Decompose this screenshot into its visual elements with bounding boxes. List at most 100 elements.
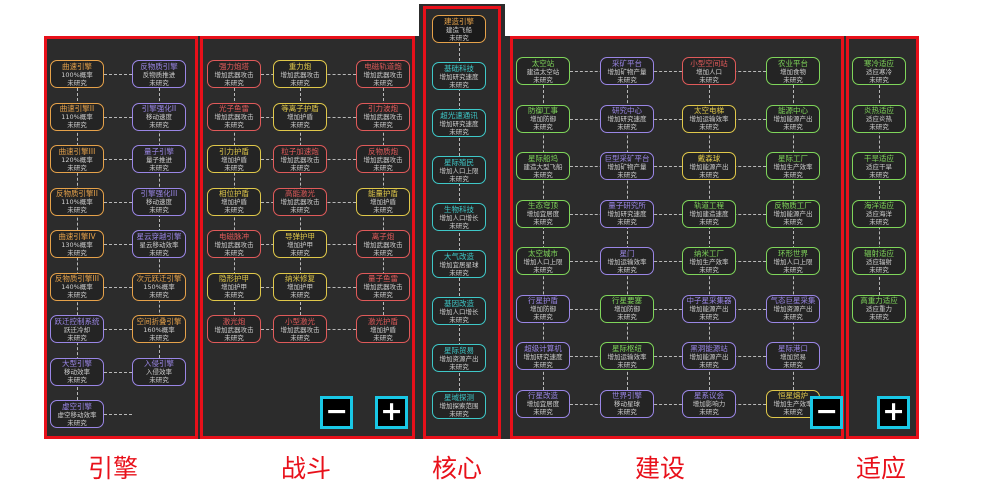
tech-node[interactable]: 炎热适应适应炎热未研究	[852, 104, 906, 133]
tech-node[interactable]: 大气改造增加宜居星球未研究	[432, 250, 486, 278]
tech-node[interactable]: 黑洞能源站增加能源产出未研究	[682, 342, 736, 370]
tech-node[interactable]: 太空电梯增加运输效率未研究	[682, 104, 736, 133]
tech-node[interactable]: 超光速通讯增加研究速度未研究	[432, 109, 486, 137]
tech-node[interactable]: 星际船坞建造大型飞船未研究	[516, 152, 570, 180]
tech-node[interactable]: 引力护盾增加护盾未研究	[207, 145, 261, 173]
tech-node[interactable]: 气态巨星采集增加资源产出未研究	[766, 294, 820, 323]
tech-node[interactable]: 纳米修复增加护甲未研究	[273, 272, 327, 301]
tech-node[interactable]: 农业平台增加食物未研究	[766, 57, 820, 85]
tech-node[interactable]: 轨道工程增加建造速度未研究	[682, 199, 736, 228]
tech-name: 农业平台	[778, 58, 808, 68]
tech-node[interactable]: 行星改造增加宜居度未研究	[516, 389, 570, 418]
tech-node[interactable]: 强力炮塔增加武器攻击未研究	[207, 60, 261, 88]
tech-node[interactable]: 寒冷适应适应寒冷未研究	[852, 57, 906, 85]
frame-engine	[44, 36, 198, 439]
tech-node[interactable]: 小型激光增加武器攻击未研究	[273, 315, 327, 343]
tech-effect: 110%概率	[61, 113, 93, 121]
tech-node[interactable]: 行星要塞增加防御未研究	[600, 294, 654, 323]
tech-node[interactable]: 巨型采矿平台增加矿物产量未研究	[600, 152, 654, 180]
tech-effect: 增加生产效率	[773, 162, 813, 171]
tech-node[interactable]: 粒子加速炮增加武器攻击未研究	[273, 145, 327, 173]
tech-node[interactable]: 星际工厂增加生产效率未研究	[766, 152, 820, 180]
tech-node[interactable]: 星际港口增加贸易未研究	[766, 342, 820, 370]
tech-node[interactable]: 生态穹顶增加宜居度未研究	[516, 199, 570, 228]
tech-node[interactable]: 海洋适应适应海洋未研究	[852, 199, 906, 228]
tech-node[interactable]: 中子星采集器增加能源产出未研究	[682, 294, 736, 323]
tech-status: 未研究	[149, 78, 169, 87]
tech-node[interactable]: 星门增加运输效率未研究	[600, 247, 654, 275]
tech-node[interactable]: 高重力适应适应重力未研究	[852, 294, 906, 323]
tech-name: 引力波炮	[368, 104, 398, 113]
tech-node[interactable]: 激光炮增加武器攻击未研究	[207, 315, 261, 343]
tech-node[interactable]: 量子研究所增加研究速度未研究	[600, 199, 654, 228]
tech-node[interactable]: 光子鱼雷增加武器攻击未研究	[207, 102, 261, 131]
tech-node[interactable]: 防御工事增加防御未研究	[516, 104, 570, 133]
tech-node[interactable]: 能量护盾增加护盾未研究	[356, 187, 410, 216]
tech-node[interactable]: 导弹护甲增加护甲未研究	[273, 230, 327, 258]
tech-node[interactable]: 反物质炮增加武器攻击未研究	[356, 145, 410, 173]
tech-node[interactable]: 星际贸易增加资源产出未研究	[432, 344, 486, 372]
tech-node[interactable]: 环形世界增加人口上限未研究	[766, 247, 820, 275]
tech-node[interactable]: 世界引擎移动星球未研究	[600, 389, 654, 418]
connector-line	[570, 213, 766, 215]
tech-node[interactable]: 反物质引擎反物质推进未研究	[132, 60, 186, 88]
tech-node[interactable]: 辐射适应适应辐射未研究	[852, 247, 906, 275]
tech-node[interactable]: 重力炮增加武器攻击未研究	[273, 60, 327, 88]
tech-node[interactable]: 采矿平台增加矿物产量未研究	[600, 57, 654, 85]
tech-node[interactable]: 引力波炮增加武器攻击未研究	[356, 102, 410, 131]
tech-node[interactable]: 能源中心增加能源产出未研究	[766, 104, 820, 133]
tech-effect: 增加食物	[780, 67, 806, 76]
tech-name: 光子鱼雷	[219, 104, 249, 113]
tech-name: 炎热适应	[864, 106, 894, 115]
zoom-in-button-right[interactable]: +	[877, 396, 910, 429]
tech-name: 次元跃迁引擎	[136, 274, 182, 283]
tech-node[interactable]: 跃迁控制系统跃迁冷却未研究	[50, 315, 104, 343]
tech-node[interactable]: 星际殖民增加人口上限未研究	[432, 156, 486, 184]
tech-node[interactable]: 虚空引擎虚空移动效率未研究	[50, 400, 104, 428]
tech-node[interactable]: 基因改造增加人口增长未研究	[432, 297, 486, 325]
tech-node[interactable]: 太空城市增加人口上限未研究	[516, 247, 570, 275]
tech-node[interactable]: 电磁脉冲增加武器攻击未研究	[207, 230, 261, 258]
zoom-in-button-left[interactable]: +	[375, 396, 408, 429]
tech-node[interactable]: 超级计算机增加研究速度未研究	[516, 342, 570, 370]
tech-node[interactable]: 小型空间站增加人口未研究	[682, 57, 736, 85]
tech-node[interactable]: 星域探测增加探索范围未研究	[432, 391, 486, 419]
tech-node[interactable]: 高能激光增加武器攻击未研究	[273, 187, 327, 216]
tech-node[interactable]: 星系议会增加影响力未研究	[682, 389, 736, 418]
tech-node[interactable]: 量子引擎量子推进未研究	[132, 145, 186, 173]
tech-node[interactable]: 基础科技增加研究速度未研究	[432, 62, 486, 90]
tech-node[interactable]: 星际枢纽增加运输效率未研究	[600, 342, 654, 370]
tech-node[interactable]: 激光护盾增加护盾未研究	[356, 315, 410, 343]
tech-node[interactable]: 量子鱼雷增加武器攻击未研究	[356, 272, 410, 301]
tech-node[interactable]: 隐形护甲增加护甲未研究	[207, 272, 261, 301]
tech-node[interactable]: 大型引擎移动效率未研究	[50, 357, 104, 386]
zoom-out-button-left[interactable]: −	[320, 396, 353, 429]
zoom-out-button-right[interactable]: −	[810, 396, 843, 429]
tech-node[interactable]: 离子炮增加武器攻击未研究	[356, 230, 410, 258]
tech-node[interactable]: 电磁轨道炮增加武器攻击未研究	[356, 60, 410, 88]
tech-node[interactable]: 戴森球增加能源产出未研究	[682, 152, 736, 180]
frame-adapt	[846, 36, 919, 439]
tech-node[interactable]: 生物科技增加人口增长未研究	[432, 203, 486, 231]
tech-node[interactable]: 纳米工厂增加生产效率未研究	[682, 247, 736, 275]
tech-node[interactable]: 入侵引擎入侵效率未研究	[132, 357, 186, 386]
tech-node[interactable]: 研究中心增加研究速度未研究	[600, 104, 654, 133]
tech-node[interactable]: 太空站建造太空站未研究	[516, 57, 570, 85]
tech-node[interactable]: 等离子护盾增加护盾未研究	[273, 102, 327, 131]
tech-node[interactable]: 行星护盾增加防御未研究	[516, 294, 570, 323]
tech-node[interactable]: 星云穿越引擎星云移动效率未研究	[132, 230, 186, 258]
tech-node[interactable]: 建造引擎建造飞船未研究	[432, 15, 486, 43]
tech-node[interactable]: 反物质工厂增加能源产出未研究	[766, 199, 820, 228]
tech-node[interactable]: 相位护盾增加护盾未研究	[207, 187, 261, 216]
tech-node[interactable]: 干旱适应适应干旱未研究	[852, 152, 906, 180]
